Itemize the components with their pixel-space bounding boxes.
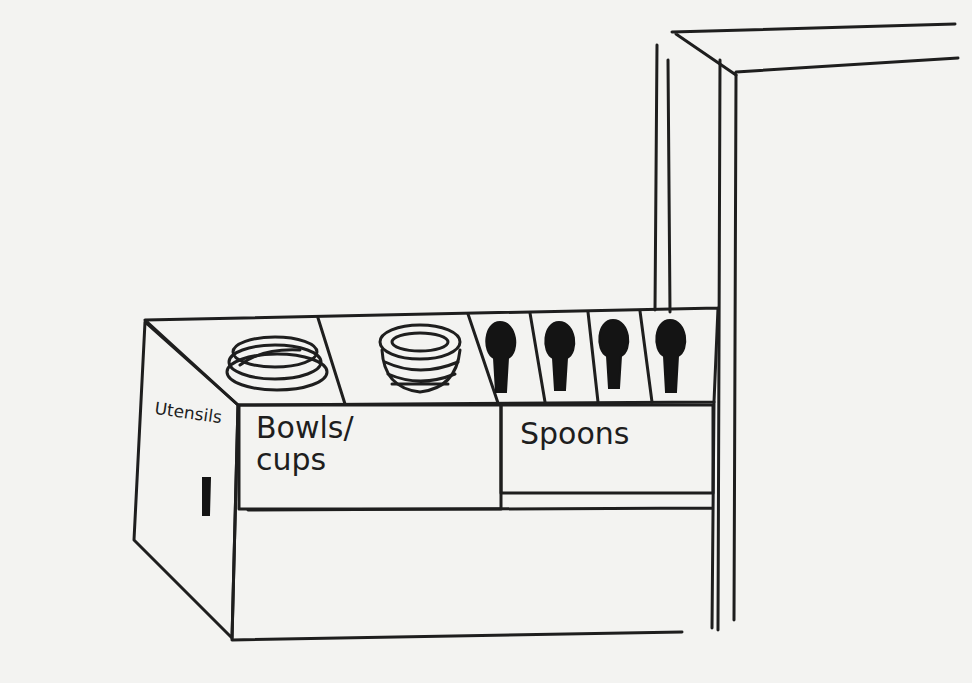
spoon-icon	[599, 320, 628, 388]
plate-stack	[229, 345, 321, 379]
spoon-icon	[545, 322, 574, 390]
post-line	[655, 45, 670, 312]
panel-label: Utensils	[154, 400, 246, 430]
front-panel: Spoons	[500, 404, 714, 494]
counter-top	[145, 308, 718, 405]
panel-label: Bowls/ cups	[256, 412, 386, 475]
bowl-stack	[392, 333, 448, 351]
panel-outline	[239, 405, 501, 509]
post-line	[718, 60, 736, 630]
front-panel: Bowls/ cups	[238, 404, 502, 510]
panel-outline	[134, 322, 238, 638]
tray-divider	[318, 311, 652, 404]
bowl-stack	[385, 362, 458, 384]
handle-mark	[203, 478, 210, 515]
spoon-icon	[656, 320, 685, 392]
counter-front	[232, 402, 714, 640]
plate-stack	[233, 337, 317, 367]
panel-outline	[501, 405, 713, 493]
plate-stack	[227, 354, 327, 390]
bowl-stack	[380, 325, 460, 359]
plate-stack	[240, 350, 300, 365]
panel-label: Spoons	[520, 418, 700, 450]
shelf-line	[672, 24, 958, 75]
spoon-icon	[486, 322, 515, 392]
side-panel: Utensils	[134, 322, 240, 640]
panel-outline	[134, 322, 240, 640]
bowl-stack	[382, 350, 460, 392]
